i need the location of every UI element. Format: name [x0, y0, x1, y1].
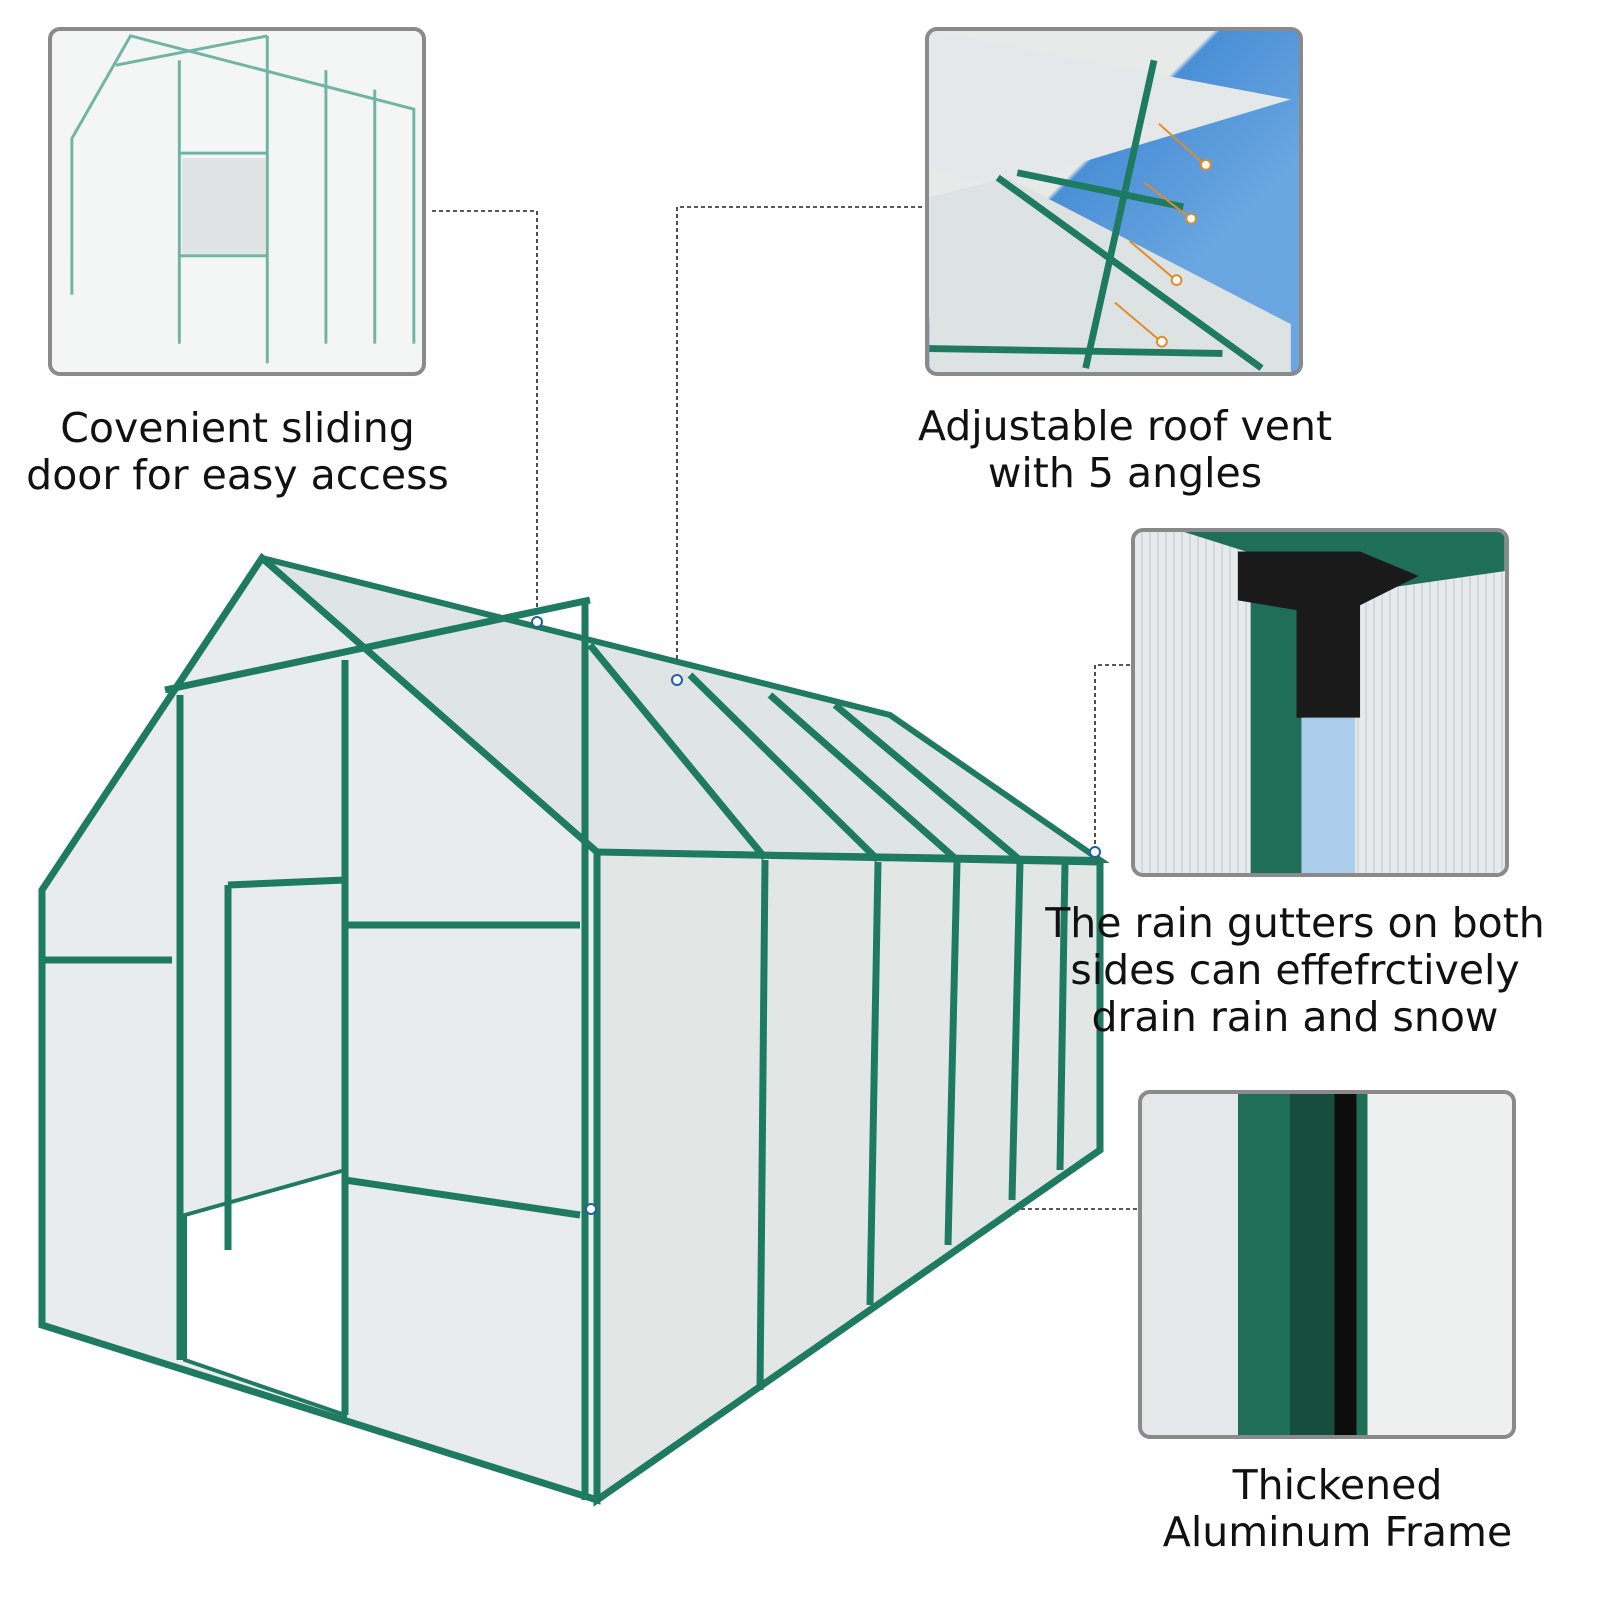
- frame-bars: [42, 596, 1069, 1500]
- leader-line-door: [432, 210, 538, 622]
- rain-gutter-photo: [1131, 528, 1509, 877]
- caption-line: The rain gutters on both: [1045, 899, 1545, 947]
- side-wall: [593, 848, 1104, 1507]
- caption-line: Adjustable roof vent: [917, 402, 1333, 450]
- caption-line: sides can effefrctively: [1070, 946, 1520, 994]
- caption-line: door for easy access: [26, 451, 449, 499]
- leader-dots: [531, 616, 1101, 1215]
- roof-vent-caption: Adjustable roof vent with 5 angles: [900, 403, 1350, 497]
- caption-line: Aluminum Frame: [1162, 1508, 1513, 1556]
- leader-line-vent: [676, 206, 922, 680]
- leader-line-gutter: [1094, 664, 1130, 852]
- caption-line: drain rain and snow: [1091, 993, 1499, 1041]
- aluminum-frame-caption: Thickened Aluminum Frame: [1150, 1462, 1525, 1556]
- rain-gutter-caption: The rain gutters on both sides can effef…: [1040, 900, 1550, 1041]
- aluminum-frame-photo: [1138, 1090, 1516, 1439]
- sliding-door-photo: [48, 27, 426, 376]
- sliding-door-caption: Covenient sliding door for easy access: [20, 405, 455, 499]
- caption-line: with 5 angles: [987, 449, 1263, 497]
- roof-vent-photo: [925, 27, 1303, 376]
- caption-line: Covenient sliding: [60, 404, 415, 452]
- caption-line: Thickened: [1232, 1461, 1443, 1509]
